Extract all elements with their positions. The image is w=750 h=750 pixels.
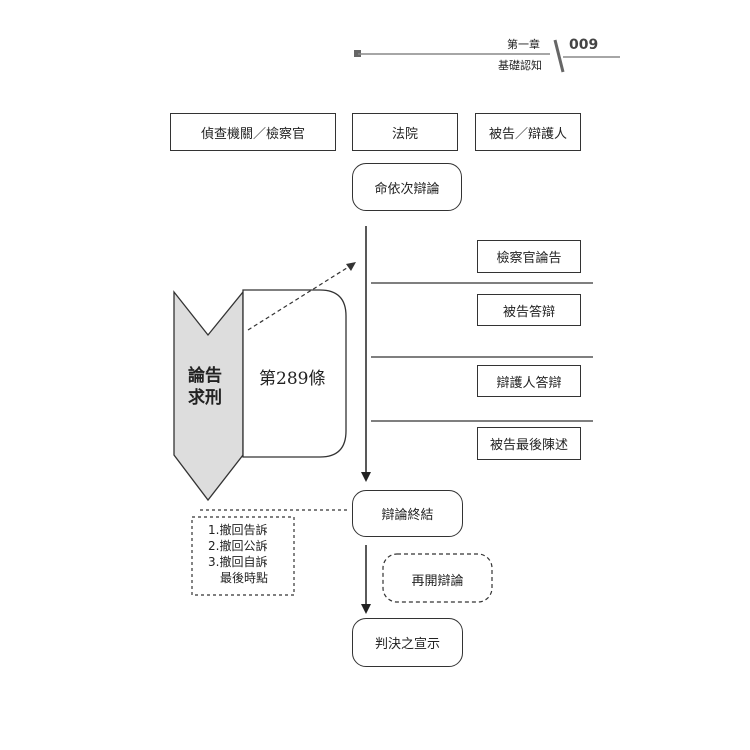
note-last: 最後時點 [220, 571, 269, 585]
step-verdict: 判決之宣示 [352, 618, 463, 667]
step-counsel-reply: 辯護人答辯 [477, 365, 581, 397]
step-prosecutor-argument: 檢察官論告 [477, 240, 581, 273]
header-marker [354, 50, 361, 57]
chapter-label: 第一章 [507, 38, 540, 51]
chevron-line-2: 求刑 [188, 388, 222, 408]
chevron-text: 論告 求刑 [188, 365, 222, 409]
step-defendant-reply: 被告答辯 [477, 294, 581, 326]
step-reopen-debate: 再開辯論 [411, 574, 464, 589]
article-label: 第289條 [259, 369, 326, 389]
step-final-statement: 被告最後陳述 [477, 427, 581, 460]
step-debate-closed: 辯論終結 [352, 490, 463, 537]
note-box [191, 516, 295, 596]
dashed-arrow [247, 265, 351, 331]
column-court: 法院 [352, 113, 458, 151]
article-box [242, 289, 347, 458]
header-slash [553, 39, 565, 73]
column-prosecutor: 偵查機關／檢察官 [170, 113, 336, 151]
note-item: 2.撤回公訴 [208, 539, 268, 553]
step-start-debate: 命依次辯論 [352, 163, 462, 211]
column-defendant: 被告／辯護人 [475, 113, 581, 151]
note-text: 1.撤回告訴 2.撤回公訴 3.撤回自訴 最後時點 [208, 522, 268, 586]
page-number: 009 [569, 37, 599, 53]
note-item: 3.撤回自訴 [208, 555, 268, 569]
section-label: 基礎認知 [498, 59, 542, 72]
note-item: 1.撤回告訴 [208, 523, 268, 537]
chevron-line-1: 論告 [188, 366, 222, 386]
reopen-box [382, 553, 493, 603]
